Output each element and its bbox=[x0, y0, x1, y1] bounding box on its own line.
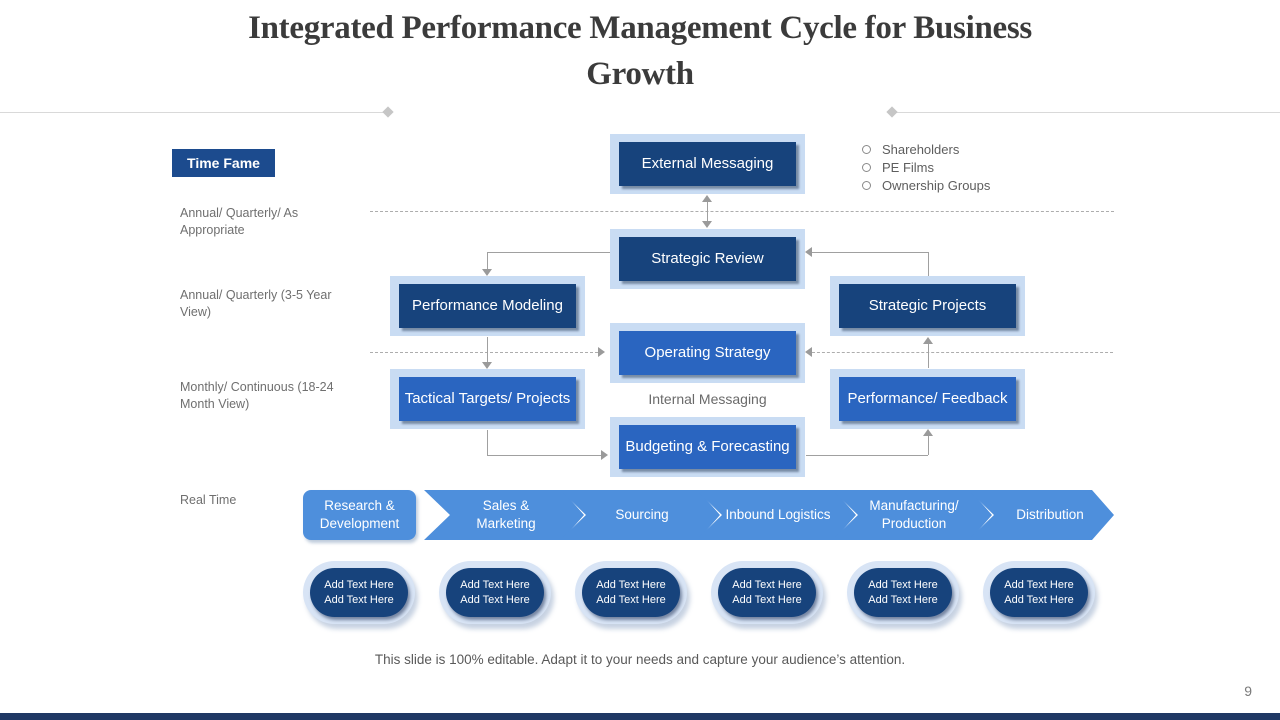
bottom-accent-bar bbox=[0, 713, 1280, 720]
arrowhead-left-icon bbox=[805, 347, 812, 357]
dashed-line-mid-left bbox=[370, 352, 598, 353]
list-item: PE Films bbox=[862, 158, 990, 176]
page-title-text: Integrated Performance Management Cycle … bbox=[248, 10, 1032, 92]
stage-label: Inbound Logistics bbox=[725, 507, 831, 523]
placeholder-text: Add Text Here bbox=[868, 578, 938, 591]
stakeholder-list: Shareholders PE Films Ownership Groups bbox=[862, 140, 990, 194]
connector-projects-to-review-h bbox=[812, 252, 928, 253]
box-budgeting-forecasting-label: Budgeting & Forecasting bbox=[619, 425, 796, 469]
stage-research-development[interactable]: Research & Development bbox=[303, 490, 416, 540]
arrowhead-up-icon bbox=[923, 337, 933, 344]
connector-budgeting-to-feedback-v bbox=[928, 436, 929, 455]
connector-review-to-modeling-v bbox=[487, 252, 488, 269]
timeframe-label-annual-quarterly-3-5: Annual/ Quarterly (3-5 Year View) bbox=[180, 288, 332, 319]
divider-line-right bbox=[892, 112, 1280, 113]
box-budgeting-forecasting[interactable]: Budgeting & Forecasting bbox=[610, 417, 805, 477]
dashed-line-top bbox=[370, 211, 1114, 212]
placeholder-text: Add Text Here bbox=[732, 578, 802, 591]
box-strategic-projects-label: Strategic Projects bbox=[839, 284, 1016, 328]
arrowhead-down-icon bbox=[482, 362, 492, 369]
box-performance-feedback-label: Performance/ Feedback bbox=[839, 377, 1016, 421]
page-title: Integrated Performance Management Cycle … bbox=[0, 6, 1280, 97]
arrowhead-down-icon bbox=[702, 221, 712, 228]
arrowhead-left-icon bbox=[805, 247, 812, 257]
arrowhead-up-icon bbox=[702, 195, 712, 202]
connector-modeling-to-tactical bbox=[487, 337, 488, 362]
box-operating-strategy-label: Operating Strategy bbox=[619, 331, 796, 375]
box-external-messaging-label: External Messaging bbox=[619, 142, 796, 186]
connector-feedback-to-projects bbox=[928, 344, 929, 368]
placeholder-text: Add Text Here bbox=[460, 578, 530, 591]
stage-inbound-logistics[interactable]: Inbound Logistics bbox=[696, 490, 856, 540]
stage-manufacturing-production[interactable]: Manufacturing/ Production bbox=[832, 490, 992, 540]
placeholder-text: Add Text Here bbox=[868, 593, 938, 606]
stage-sourcing[interactable]: Sourcing bbox=[560, 490, 720, 540]
stage-label: Research & Development bbox=[319, 498, 400, 531]
stage-label: Distribution bbox=[1016, 507, 1084, 523]
connector-tactical-to-budgeting-h bbox=[487, 455, 601, 456]
stakeholder-shareholders: Shareholders bbox=[882, 141, 960, 157]
dashed-line-mid-right bbox=[812, 352, 1113, 353]
placeholder-text: Add Text Here bbox=[596, 578, 666, 591]
box-tactical-targets-projects-label: Tactical Targets/ Projects bbox=[399, 377, 576, 421]
diamond-icon bbox=[886, 106, 898, 118]
stakeholder-pe-films: PE Films bbox=[882, 159, 934, 175]
divider-line-left bbox=[0, 112, 388, 113]
circle-bullet-icon bbox=[862, 180, 871, 190]
connector-external-strategic bbox=[707, 202, 708, 222]
editable-note: This slide is 100% editable. Adapt it to… bbox=[374, 652, 906, 667]
placeholder-text: Add Text Here bbox=[460, 593, 530, 606]
stage-label: Sales & Marketing bbox=[476, 498, 536, 531]
box-strategic-projects[interactable]: Strategic Projects bbox=[830, 276, 1025, 336]
timeframe-label-real-time: Real Time bbox=[180, 493, 237, 507]
arrowhead-right-icon bbox=[601, 450, 608, 460]
list-item: Shareholders bbox=[862, 140, 990, 158]
box-performance-modeling-label: Performance Modeling bbox=[399, 284, 576, 328]
connector-review-to-modeling-h bbox=[487, 252, 610, 253]
arrowhead-up-icon bbox=[923, 429, 933, 436]
page-number: 9 bbox=[1244, 683, 1252, 699]
circle-bullet-icon bbox=[862, 144, 871, 154]
internal-messaging-label: Internal Messaging bbox=[648, 391, 767, 407]
placeholder-text: Add Text Here bbox=[1004, 593, 1074, 606]
stakeholder-ownership-groups: Ownership Groups bbox=[882, 177, 991, 193]
diamond-icon bbox=[382, 106, 394, 118]
connector-tactical-to-budgeting-v bbox=[487, 430, 488, 455]
placeholder-text: Add Text Here bbox=[732, 593, 802, 606]
connector-projects-to-review-v bbox=[928, 252, 929, 276]
timeframe-label-monthly-continuous: Monthly/ Continuous (18-24 Month View) bbox=[180, 380, 334, 411]
circle-bullet-icon bbox=[862, 162, 871, 172]
arrowhead-down-icon bbox=[482, 269, 492, 276]
box-external-messaging[interactable]: External Messaging bbox=[610, 134, 805, 194]
placeholder-text: Add Text Here bbox=[596, 593, 666, 606]
box-strategic-review[interactable]: Strategic Review bbox=[610, 229, 805, 289]
connector-budgeting-to-feedback-h bbox=[806, 455, 928, 456]
box-tactical-targets-projects[interactable]: Tactical Targets/ Projects bbox=[390, 369, 585, 429]
timeframe-label-annual-quarterly-as-appropriate: Annual/ Quarterly/ As Appropriate bbox=[180, 206, 299, 237]
box-strategic-review-label: Strategic Review bbox=[619, 237, 796, 281]
stage-label: Manufacturing/ Production bbox=[869, 498, 959, 531]
list-item: Ownership Groups bbox=[862, 176, 990, 194]
box-operating-strategy[interactable]: Operating Strategy bbox=[610, 323, 805, 383]
time-frame-badge[interactable]: Time Fame bbox=[172, 149, 275, 177]
box-performance-modeling[interactable]: Performance Modeling bbox=[390, 276, 585, 336]
placeholder-text: Add Text Here bbox=[324, 578, 394, 591]
stage-sales-marketing[interactable]: Sales & Marketing bbox=[424, 490, 584, 540]
arrowhead-right-icon bbox=[598, 347, 605, 357]
placeholder-text: Add Text Here bbox=[1004, 578, 1074, 591]
box-performance-feedback[interactable]: Performance/ Feedback bbox=[830, 369, 1025, 429]
placeholder-text: Add Text Here bbox=[324, 593, 394, 606]
stage-label: Sourcing bbox=[615, 507, 669, 523]
